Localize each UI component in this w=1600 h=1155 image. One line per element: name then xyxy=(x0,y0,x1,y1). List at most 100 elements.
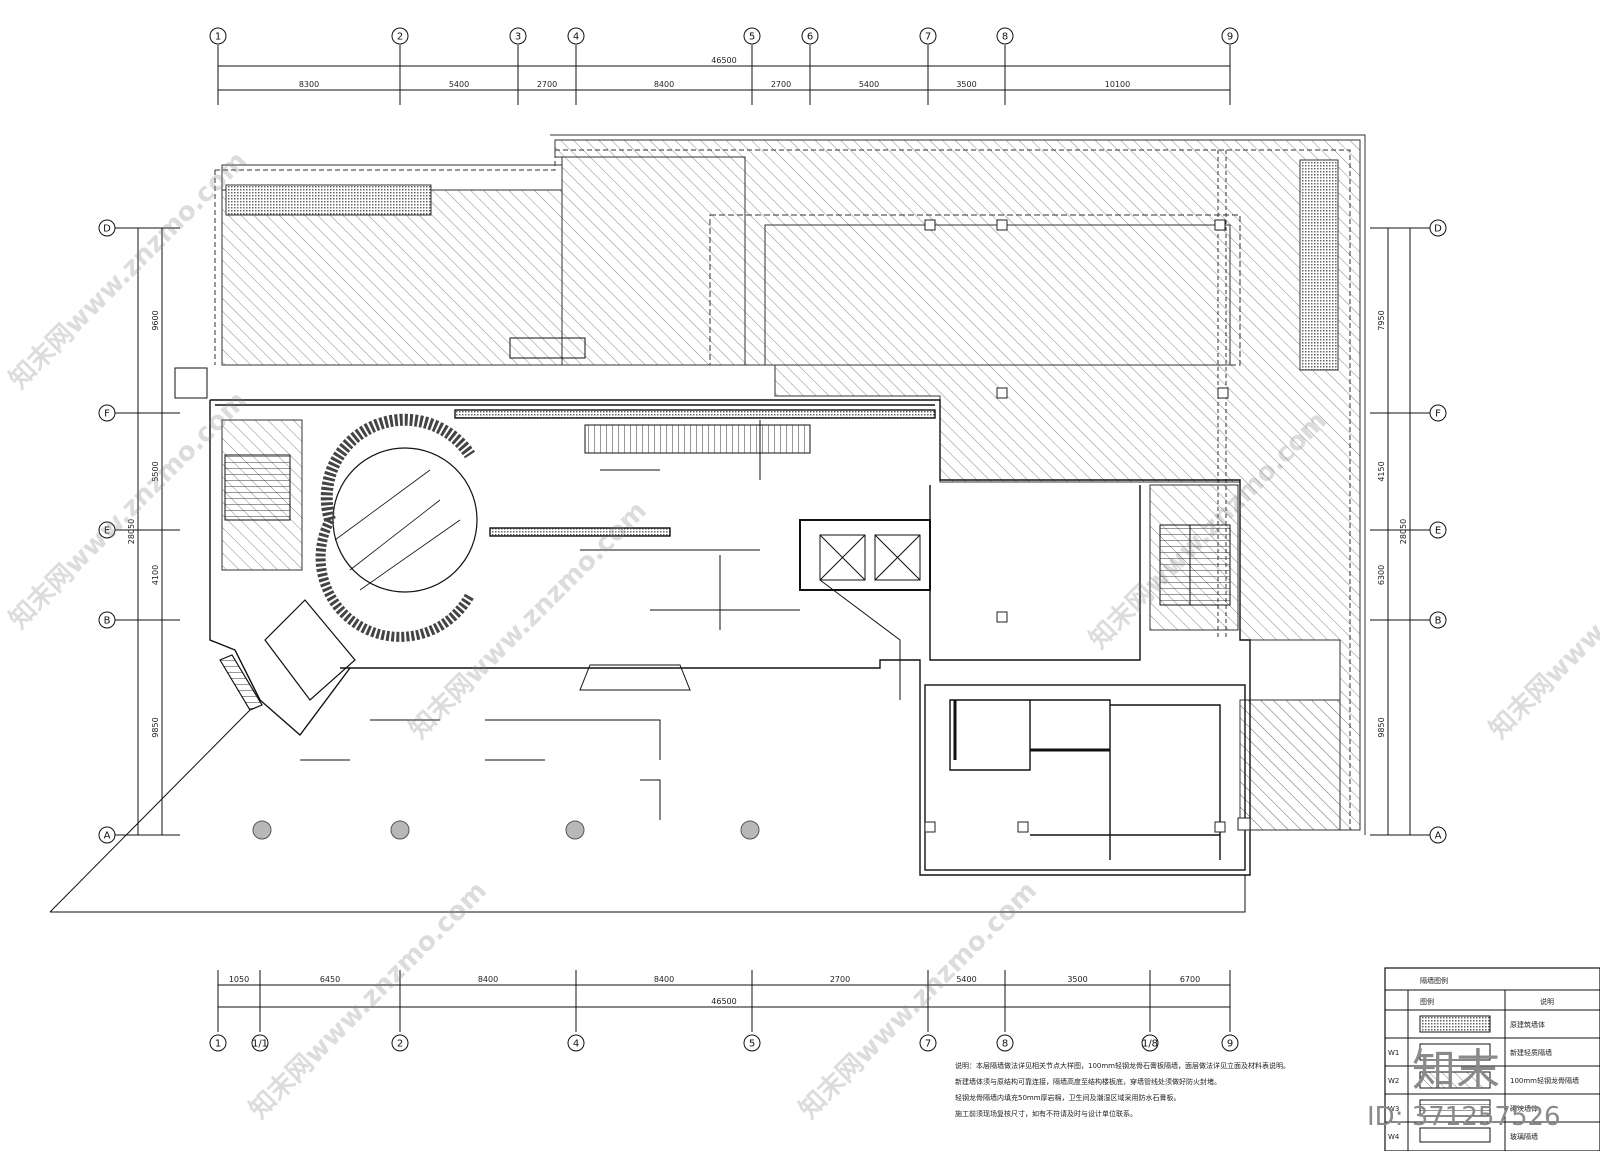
legend-desc: 玻璃隔墙 xyxy=(1510,1132,1538,1141)
left-segment-label: 4100 xyxy=(151,565,160,585)
left-segment-label: 9600 xyxy=(151,310,160,330)
axis-label: 5 xyxy=(749,32,755,43)
left-segment-label: 9850 xyxy=(151,717,160,737)
axis-label: F xyxy=(1435,409,1441,420)
legend-code: W4 xyxy=(1388,1133,1400,1141)
axis-label: 1 xyxy=(215,1039,221,1050)
legend-col-desc: 说明 xyxy=(1540,997,1554,1006)
site-logo: 知末 ID: 371257526 xyxy=(1367,1045,1561,1132)
bottom-segment-label: 1050 xyxy=(229,975,249,984)
logo-text: 知末 xyxy=(1412,1045,1500,1096)
axis-bubble xyxy=(209,27,227,45)
left-segment-label: 5500 xyxy=(151,461,160,481)
legend-desc: 100mm轻钢龙骨隔墙 xyxy=(1510,1076,1579,1085)
id-text: ID: 371257526 xyxy=(1367,1102,1561,1132)
top-segment-label: 8400 xyxy=(654,80,674,89)
drawing-notes: 说明：本层隔墙做法详见相关节点大样图，100mm轻钢龙骨石膏板隔墙，面层做法详见… xyxy=(955,1061,1290,1118)
axis-label: F xyxy=(104,409,110,420)
axis-label: 4 xyxy=(573,1039,579,1050)
note-line: 说明：本层隔墙做法详见相关节点大样图，100mm轻钢龙骨石膏板隔墙，面层做法详见… xyxy=(955,1061,1290,1070)
axis-bubble xyxy=(98,521,116,539)
top-segment-label: 5400 xyxy=(449,80,469,89)
top-segment-label: 8300 xyxy=(299,80,319,89)
top-segment-label: 5400 xyxy=(859,80,879,89)
axis-label: E xyxy=(1435,526,1441,537)
bottom-segment-label: 5400 xyxy=(956,975,976,984)
right-segment-label: 9850 xyxy=(1377,717,1386,737)
axis-label: E xyxy=(104,526,110,537)
top-segment-label: 2700 xyxy=(771,80,791,89)
axis-bubble xyxy=(98,826,116,844)
right-total-label: 28050 xyxy=(1399,519,1408,544)
legend-col-symbol: 图例 xyxy=(1420,997,1434,1006)
axis-bubble xyxy=(1429,404,1447,422)
axis-label: 9 xyxy=(1227,32,1233,43)
hatched-areas xyxy=(221,139,1361,831)
column-markers xyxy=(924,219,1251,833)
axis-label: A xyxy=(1435,831,1442,842)
bottom-segment-label: 2700 xyxy=(830,975,850,984)
right-segment-label: 6300 xyxy=(1377,565,1386,585)
axis-bubble xyxy=(98,611,116,629)
left-total-label: 28050 xyxy=(127,519,136,544)
legend-title: 隔墙图例 xyxy=(1420,976,1448,985)
entrance-vestibule xyxy=(219,599,356,711)
bottom-segment-label: 8400 xyxy=(478,975,498,984)
elevators xyxy=(799,519,931,591)
axis-bubble xyxy=(391,1034,409,1052)
note-line: 新建墙体须与原结构可靠连接，隔墙高度至结构楼板底，穿墙管线处须做好防火封堵。 xyxy=(955,1077,1221,1086)
note-line: 轻钢龙骨隔墙内填充50mm厚岩棉，卫生间及潮湿区域采用防水石膏板。 xyxy=(955,1093,1181,1102)
legend-code: W2 xyxy=(1388,1077,1399,1085)
circular-feature xyxy=(315,413,478,642)
axis-label: 5 xyxy=(749,1039,755,1050)
legend-desc: 砌块墙体 xyxy=(1510,1104,1538,1113)
axis-label: 1/1 xyxy=(252,1039,268,1050)
axis-label: 4 xyxy=(573,32,579,43)
legend-table: 隔墙图例 图例 说明 W1 W2 W3 W4 原建筑墙体 新建轻质隔墙 100m… xyxy=(1384,967,1600,1152)
watermark-text: 知末网www.znzmo.com xyxy=(1484,496,1600,745)
axis-label: B xyxy=(104,616,111,627)
axis-bubble xyxy=(1429,611,1447,629)
site-lines xyxy=(49,337,1246,913)
axis-bubble xyxy=(98,219,116,237)
axis-label: 1 xyxy=(215,32,221,43)
axis-bubble xyxy=(209,1034,227,1052)
legend-desc: 原建筑墙体 xyxy=(1510,1020,1545,1029)
right-segment-label: 7950 xyxy=(1377,310,1386,330)
axis-bubble xyxy=(567,27,585,45)
stairs xyxy=(224,424,1231,606)
bottom-segment-label: 6700 xyxy=(1180,975,1200,984)
axis-bubble xyxy=(98,404,116,422)
top-segment-label: 2700 xyxy=(537,80,557,89)
axis-label: 2 xyxy=(397,32,403,43)
axis-label: 7 xyxy=(925,32,931,43)
legend-code: W1 xyxy=(1388,1049,1399,1057)
axis-bubble xyxy=(919,1034,937,1052)
axis-bubble xyxy=(1429,219,1447,237)
axis-bubble xyxy=(1221,27,1239,45)
axis-label: D xyxy=(1434,224,1442,235)
axis-label: 9 xyxy=(1227,1039,1233,1050)
legend-code: W3 xyxy=(1388,1105,1399,1113)
axis-bubble xyxy=(801,27,819,45)
axis-bubble xyxy=(1221,1034,1239,1052)
top-segment-label: 3500 xyxy=(956,80,976,89)
axis-bubble xyxy=(743,1034,761,1052)
watermark-text: 知末网www.znzmo.com xyxy=(244,876,493,1125)
note-line: 施工前须现场复核尺寸，如有不符请及时与设计单位联系。 xyxy=(955,1109,1137,1118)
watermark-text: 知末网www.znzmo.com xyxy=(4,386,253,635)
axis-bubble xyxy=(1141,1034,1159,1052)
axis-bubble xyxy=(509,27,527,45)
axis-bubble xyxy=(1429,521,1447,539)
axis-label: A xyxy=(104,831,111,842)
bottom-total-label: 46500 xyxy=(711,997,736,1006)
bottom-segment-label: 8400 xyxy=(654,975,674,984)
boundary-lines xyxy=(214,134,1366,835)
axis-label: D xyxy=(103,224,111,235)
bottom-segment-label: 6450 xyxy=(320,975,340,984)
top-total-label: 46500 xyxy=(711,56,736,65)
axis-label: 1/8 xyxy=(1142,1039,1158,1050)
